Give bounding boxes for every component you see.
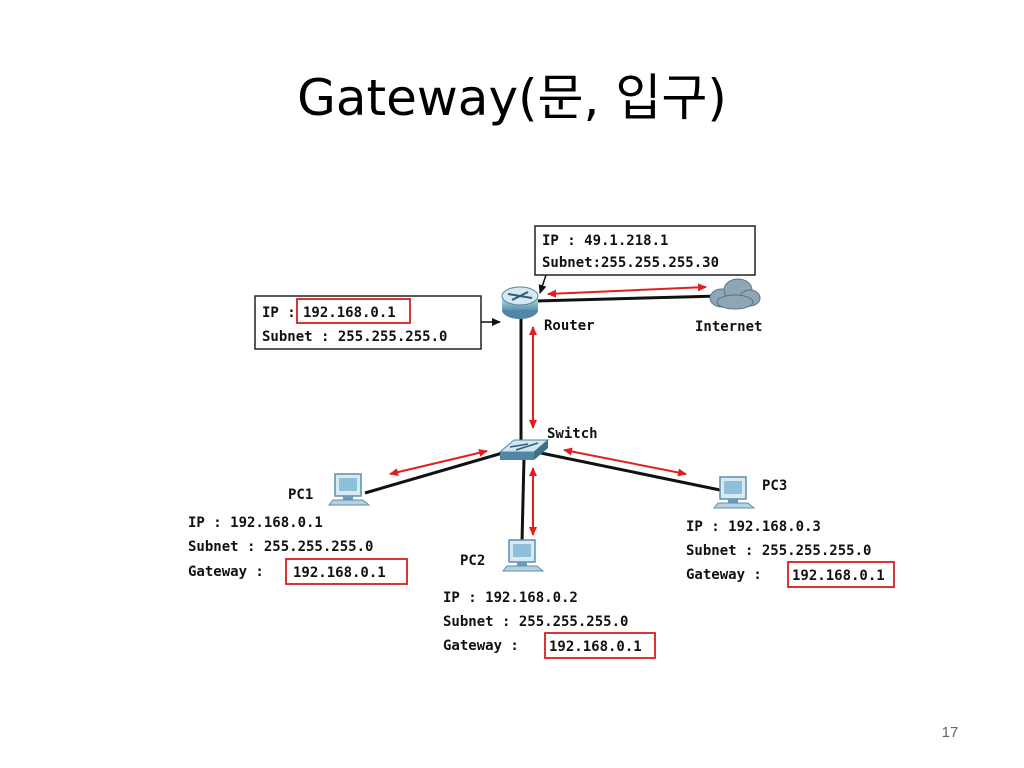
pc2-label: PC2 xyxy=(460,553,485,569)
cloud-icon xyxy=(709,278,761,310)
page-number: 17 xyxy=(941,724,959,741)
pc1-gateway-highlight xyxy=(285,558,408,585)
pc3-subnet: Subnet : 255.255.255.0 xyxy=(686,543,871,559)
router-lan-ip-highlight xyxy=(296,298,411,324)
router-wan-info-box: IP : 49.1.218.1 Subnet:255.255.255.30 xyxy=(534,225,756,276)
router-icon xyxy=(501,286,539,319)
router-label: Router xyxy=(544,318,595,334)
router-lan-ip: 192.168.0.1 xyxy=(303,305,396,321)
switch-label: Switch xyxy=(547,426,598,442)
cable-switch-pc1 xyxy=(364,450,507,495)
pc2-ip: IP : 192.168.0.2 xyxy=(443,590,578,606)
router-wan-ip: IP : 49.1.218.1 xyxy=(542,233,668,249)
router-wan-subnet: Subnet:255.255.255.30 xyxy=(542,255,719,271)
pointer-router-wan xyxy=(538,274,547,294)
arrow-router-internet xyxy=(547,283,707,298)
pc1-gateway: 192.168.0.1 xyxy=(293,565,386,581)
pc1-subnet: Subnet : 255.255.255.0 xyxy=(188,539,373,555)
pc2-gateway-highlight xyxy=(544,632,656,659)
pc3-gateway-label: Gateway : xyxy=(686,567,762,583)
traffic-arrows xyxy=(389,283,707,536)
pc-icon xyxy=(501,539,545,572)
pc-icon xyxy=(327,473,371,506)
internet-label: Internet xyxy=(695,319,762,335)
switch-icon xyxy=(498,439,550,460)
arrow-switch-pc1 xyxy=(389,448,488,477)
cable-switch-pc2 xyxy=(520,457,526,543)
slide-title: Gateway(문, 입구) xyxy=(297,69,727,127)
router-lan-info-box: IP : 192.168.0.1 Subnet : 255.255.255.0 xyxy=(254,295,482,350)
pc3-gateway-highlight xyxy=(787,561,895,588)
pc1-ip: IP : 192.168.0.1 xyxy=(188,515,323,531)
pc-icon xyxy=(712,476,756,509)
cable-router-internet xyxy=(535,294,721,303)
pc1-gateway-label: Gateway : xyxy=(188,564,264,580)
pc2-gateway-label: Gateway : xyxy=(443,638,519,654)
pc3-ip: IP : 192.168.0.3 xyxy=(686,519,821,535)
pc2-gateway: 192.168.0.1 xyxy=(549,639,642,655)
pc3-label: PC3 xyxy=(762,478,787,494)
pc3-gateway: 192.168.0.1 xyxy=(792,568,885,584)
arrow-switch-pc3 xyxy=(563,447,687,477)
router-lan-subnet: Subnet : 255.255.255.0 xyxy=(262,329,447,345)
pc1-label: PC1 xyxy=(288,487,313,503)
cable-switch-pc3 xyxy=(535,450,721,492)
pc2-subnet: Subnet : 255.255.255.0 xyxy=(443,614,628,630)
router-lan-ip-label: IP : xyxy=(262,305,296,321)
